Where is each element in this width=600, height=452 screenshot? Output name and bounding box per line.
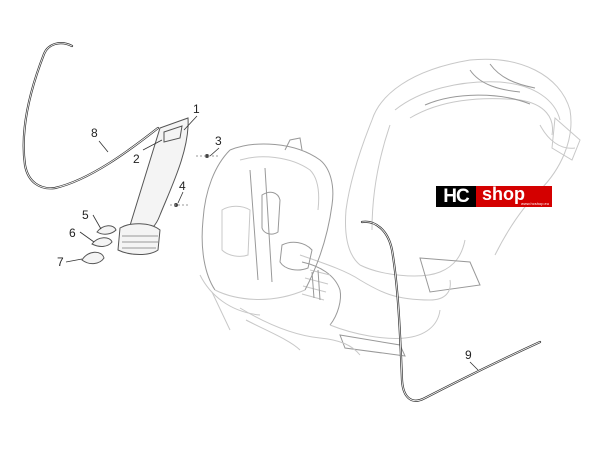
leader-3 — [209, 147, 220, 157]
callout-2: 2 — [133, 152, 140, 166]
scooter-body-outline — [239, 58, 581, 357]
leader-6 — [79, 231, 95, 243]
part-3-fastener — [196, 154, 220, 158]
hcshop-logo: HC shop www.hcshop.eu — [436, 184, 552, 207]
callout-8: 8 — [91, 126, 98, 140]
leader-5 — [92, 214, 102, 230]
callout-5: 5 — [82, 208, 89, 222]
leader-2 — [142, 139, 163, 151]
callout-6: 6 — [69, 226, 76, 240]
leader-8 — [98, 140, 109, 153]
logo-shop-word: shop — [482, 184, 525, 204]
callout-4: 4 — [179, 179, 186, 193]
leader-7 — [65, 258, 83, 263]
logo-hc: HC — [436, 186, 476, 207]
part-1-center-panel — [117, 117, 189, 255]
leader-lines — [65, 115, 479, 371]
callout-3: 3 — [215, 134, 222, 148]
part-4-fastener — [170, 203, 190, 207]
callout-1: 1 — [193, 102, 200, 116]
part-6-trim-piece — [91, 237, 113, 247]
callout-7: 7 — [57, 255, 64, 269]
legshield-outline — [199, 137, 334, 351]
leader-1 — [183, 115, 198, 131]
logo-shop: shop www.hcshop.eu — [476, 184, 552, 207]
leader-4 — [177, 191, 184, 204]
leader-9 — [469, 361, 479, 371]
part-7-trim-piece — [81, 251, 105, 265]
part-9-trim-strip — [360, 220, 542, 402]
callout-9: 9 — [465, 348, 472, 362]
logo-url: www.hcshop.eu — [520, 201, 549, 206]
callout-labels: 1 2 3 4 5 6 7 8 9 — [57, 102, 472, 362]
part-8-trim-strip — [22, 42, 160, 190]
part-5-trim-piece — [96, 225, 117, 235]
